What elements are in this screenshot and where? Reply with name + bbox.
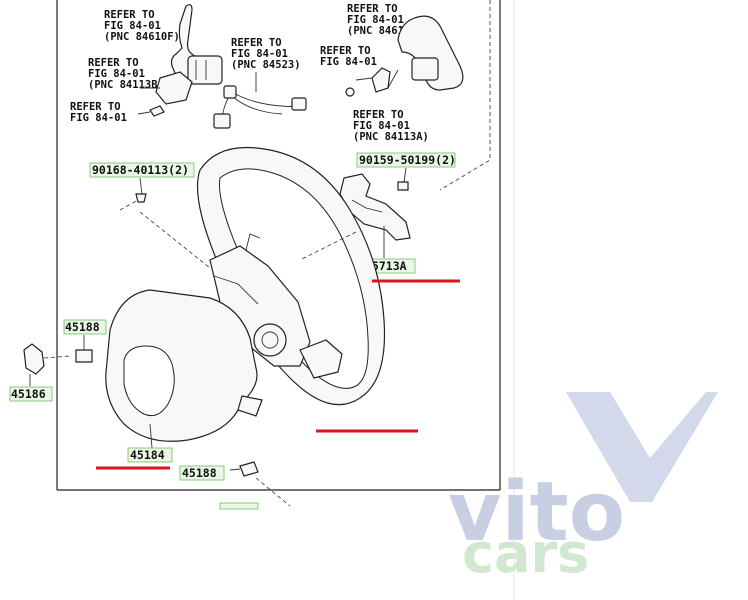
callout-line: (PNC 84610F): [104, 31, 180, 43]
callout-line: (PNC 84113B): [88, 79, 164, 91]
part-label-45188-top: 45188: [63, 319, 107, 363]
watermark-v-logo: [566, 392, 718, 502]
part-label-45188-bottom: 45188: [179, 461, 291, 510]
callout-line: REFER TO: [231, 37, 282, 49]
callout-line: (PNC 84113A): [353, 131, 429, 143]
callout-line: FIG 84-01: [70, 112, 127, 124]
callout-line: REFER TO: [320, 45, 371, 57]
steering-wheel: [139, 147, 386, 406]
callout-left: REFER TO FIG 84-01: [70, 101, 127, 124]
part-number: 90159-50199(2): [359, 153, 456, 167]
part-number: 45184: [130, 448, 165, 462]
callout-line: REFER TO: [88, 57, 139, 69]
watermark-cars-text: cars: [462, 522, 589, 585]
callout-84113a: REFER TO FIG 84-01 (PNC 84113A): [353, 109, 429, 143]
part-number: 45186: [11, 387, 46, 401]
callout-84523: REFER TO FIG 84-01 (PNC 84523): [231, 37, 301, 71]
vitocars-watermark: vito cars: [448, 392, 718, 585]
part-label-90159: 90159-50199(2): [356, 152, 456, 191]
part-label-45186: 45186: [9, 343, 71, 402]
callout-line: FIG 84-01: [104, 20, 161, 32]
callout-line: (PNC 84523): [231, 59, 301, 71]
callout-line: REFER TO: [104, 9, 155, 21]
callout-line: FIG 84-01: [320, 56, 377, 68]
part-label-90168: 90168-40113(2): [89, 162, 195, 211]
lower-cover-45184: 45184: [105, 289, 263, 463]
part-number: 45188: [182, 466, 217, 480]
callout-line: FIG 84-01: [353, 120, 410, 132]
left-switch-assembly: [137, 4, 223, 117]
callout-line: FIG 84-01: [88, 68, 145, 80]
diagram-frame: [56, 0, 515, 600]
callout-84113b: REFER TO FIG 84-01 (PNC 84113B): [88, 57, 164, 91]
watermark-vito-text: vito: [448, 465, 625, 560]
callout-right: REFER TO FIG 84-01: [320, 45, 377, 68]
callout-line: FIG 84-01: [347, 14, 404, 26]
part-number: 45188: [65, 320, 100, 334]
callout-line: REFER TO: [70, 101, 121, 113]
callout-line: REFER TO: [347, 3, 398, 15]
part-number: 90168-40113(2): [92, 163, 189, 177]
callout-line: REFER TO: [353, 109, 404, 121]
callout-line: FIG 84-01: [231, 48, 288, 60]
callout-84610f: REFER TO FIG 84-01 (PNC 84610F): [104, 9, 180, 43]
right-switch-assembly: [345, 15, 464, 97]
wire-harness: [213, 72, 307, 129]
